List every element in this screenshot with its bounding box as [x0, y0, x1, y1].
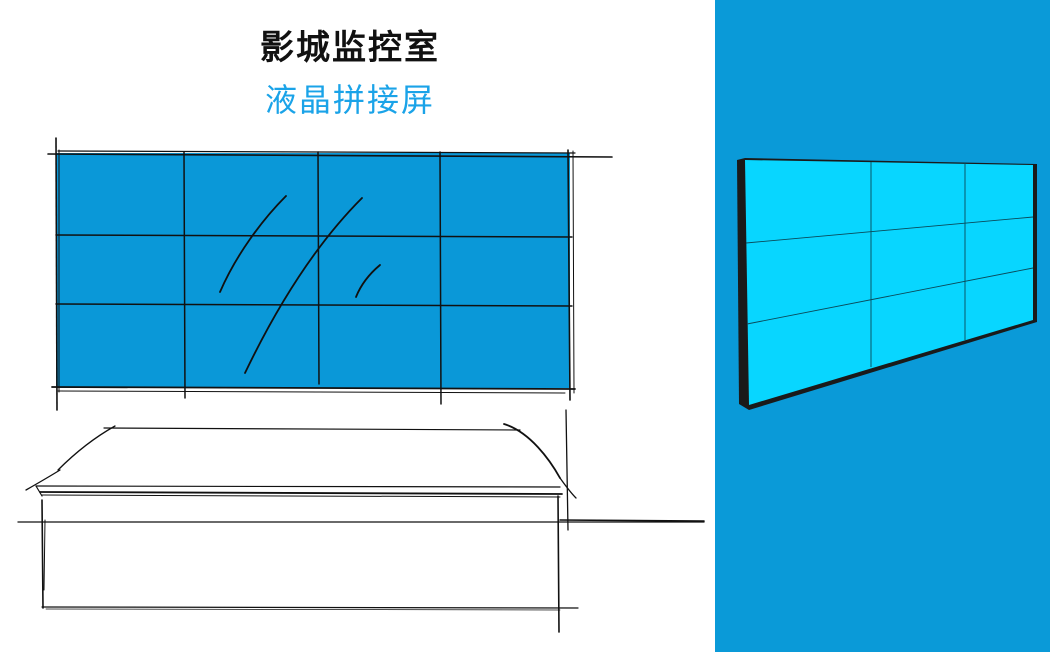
sketch-grid-col-3: [439, 151, 442, 405]
sketch-frame-top: [47, 153, 613, 158]
sketch-screen-surface: [56, 153, 570, 388]
sketch-grid-col-1: [183, 151, 186, 399]
sketch-desk-front-top-2: [39, 491, 563, 495]
render-grid-row-2: [746, 267, 1034, 325]
render-panel-svg: [715, 0, 1050, 652]
video-wall-sketch: [17, 137, 705, 633]
sketch-frame-right-2: [572, 150, 575, 394]
sketch-base-left-2: [43, 519, 46, 591]
sketch-base-left: [41, 499, 44, 609]
sketch-desk-right-edge: [503, 423, 561, 479]
render-grid-row-1: [745, 216, 1034, 244]
sketch-reflection-2: [244, 197, 363, 374]
sketch-reflection-1: [219, 195, 287, 293]
render-screen-surface: [745, 160, 1033, 405]
sketch-desk-left-tip: [35, 485, 43, 497]
sketch-desk-left-edge-2: [25, 469, 61, 491]
sketch-desk-left-edge: [57, 425, 116, 471]
sketch-base-bottom-2: [45, 608, 561, 611]
sketch-frame-top-2: [57, 150, 576, 154]
sketch-frame-right: [567, 149, 571, 401]
sketch-frame-left: [55, 137, 58, 411]
sketch-desk-front-line: [41, 494, 561, 498]
sketch-grid-row-1: [55, 234, 573, 238]
sketch-desk-back: [103, 427, 521, 431]
page-subtitle: 液晶拼接屏: [264, 81, 435, 119]
sketch-grid-col-2: [317, 151, 320, 385]
sketch-frame-bottom-2: [57, 390, 566, 394]
sketch-floor-line-2: [559, 519, 705, 522]
sketch-reflection-3: [355, 264, 381, 298]
sketch-frame-bottom: [51, 386, 576, 390]
page-title: 影城监控室: [260, 28, 440, 68]
sketch-base-right-2: [565, 409, 569, 531]
render-panel: [715, 0, 1050, 652]
sketch-grid-row-2: [55, 303, 573, 307]
sketch-base-bottom: [41, 606, 579, 609]
sketch-base-right: [557, 495, 560, 633]
sketch-desk-front-top: [35, 485, 561, 488]
